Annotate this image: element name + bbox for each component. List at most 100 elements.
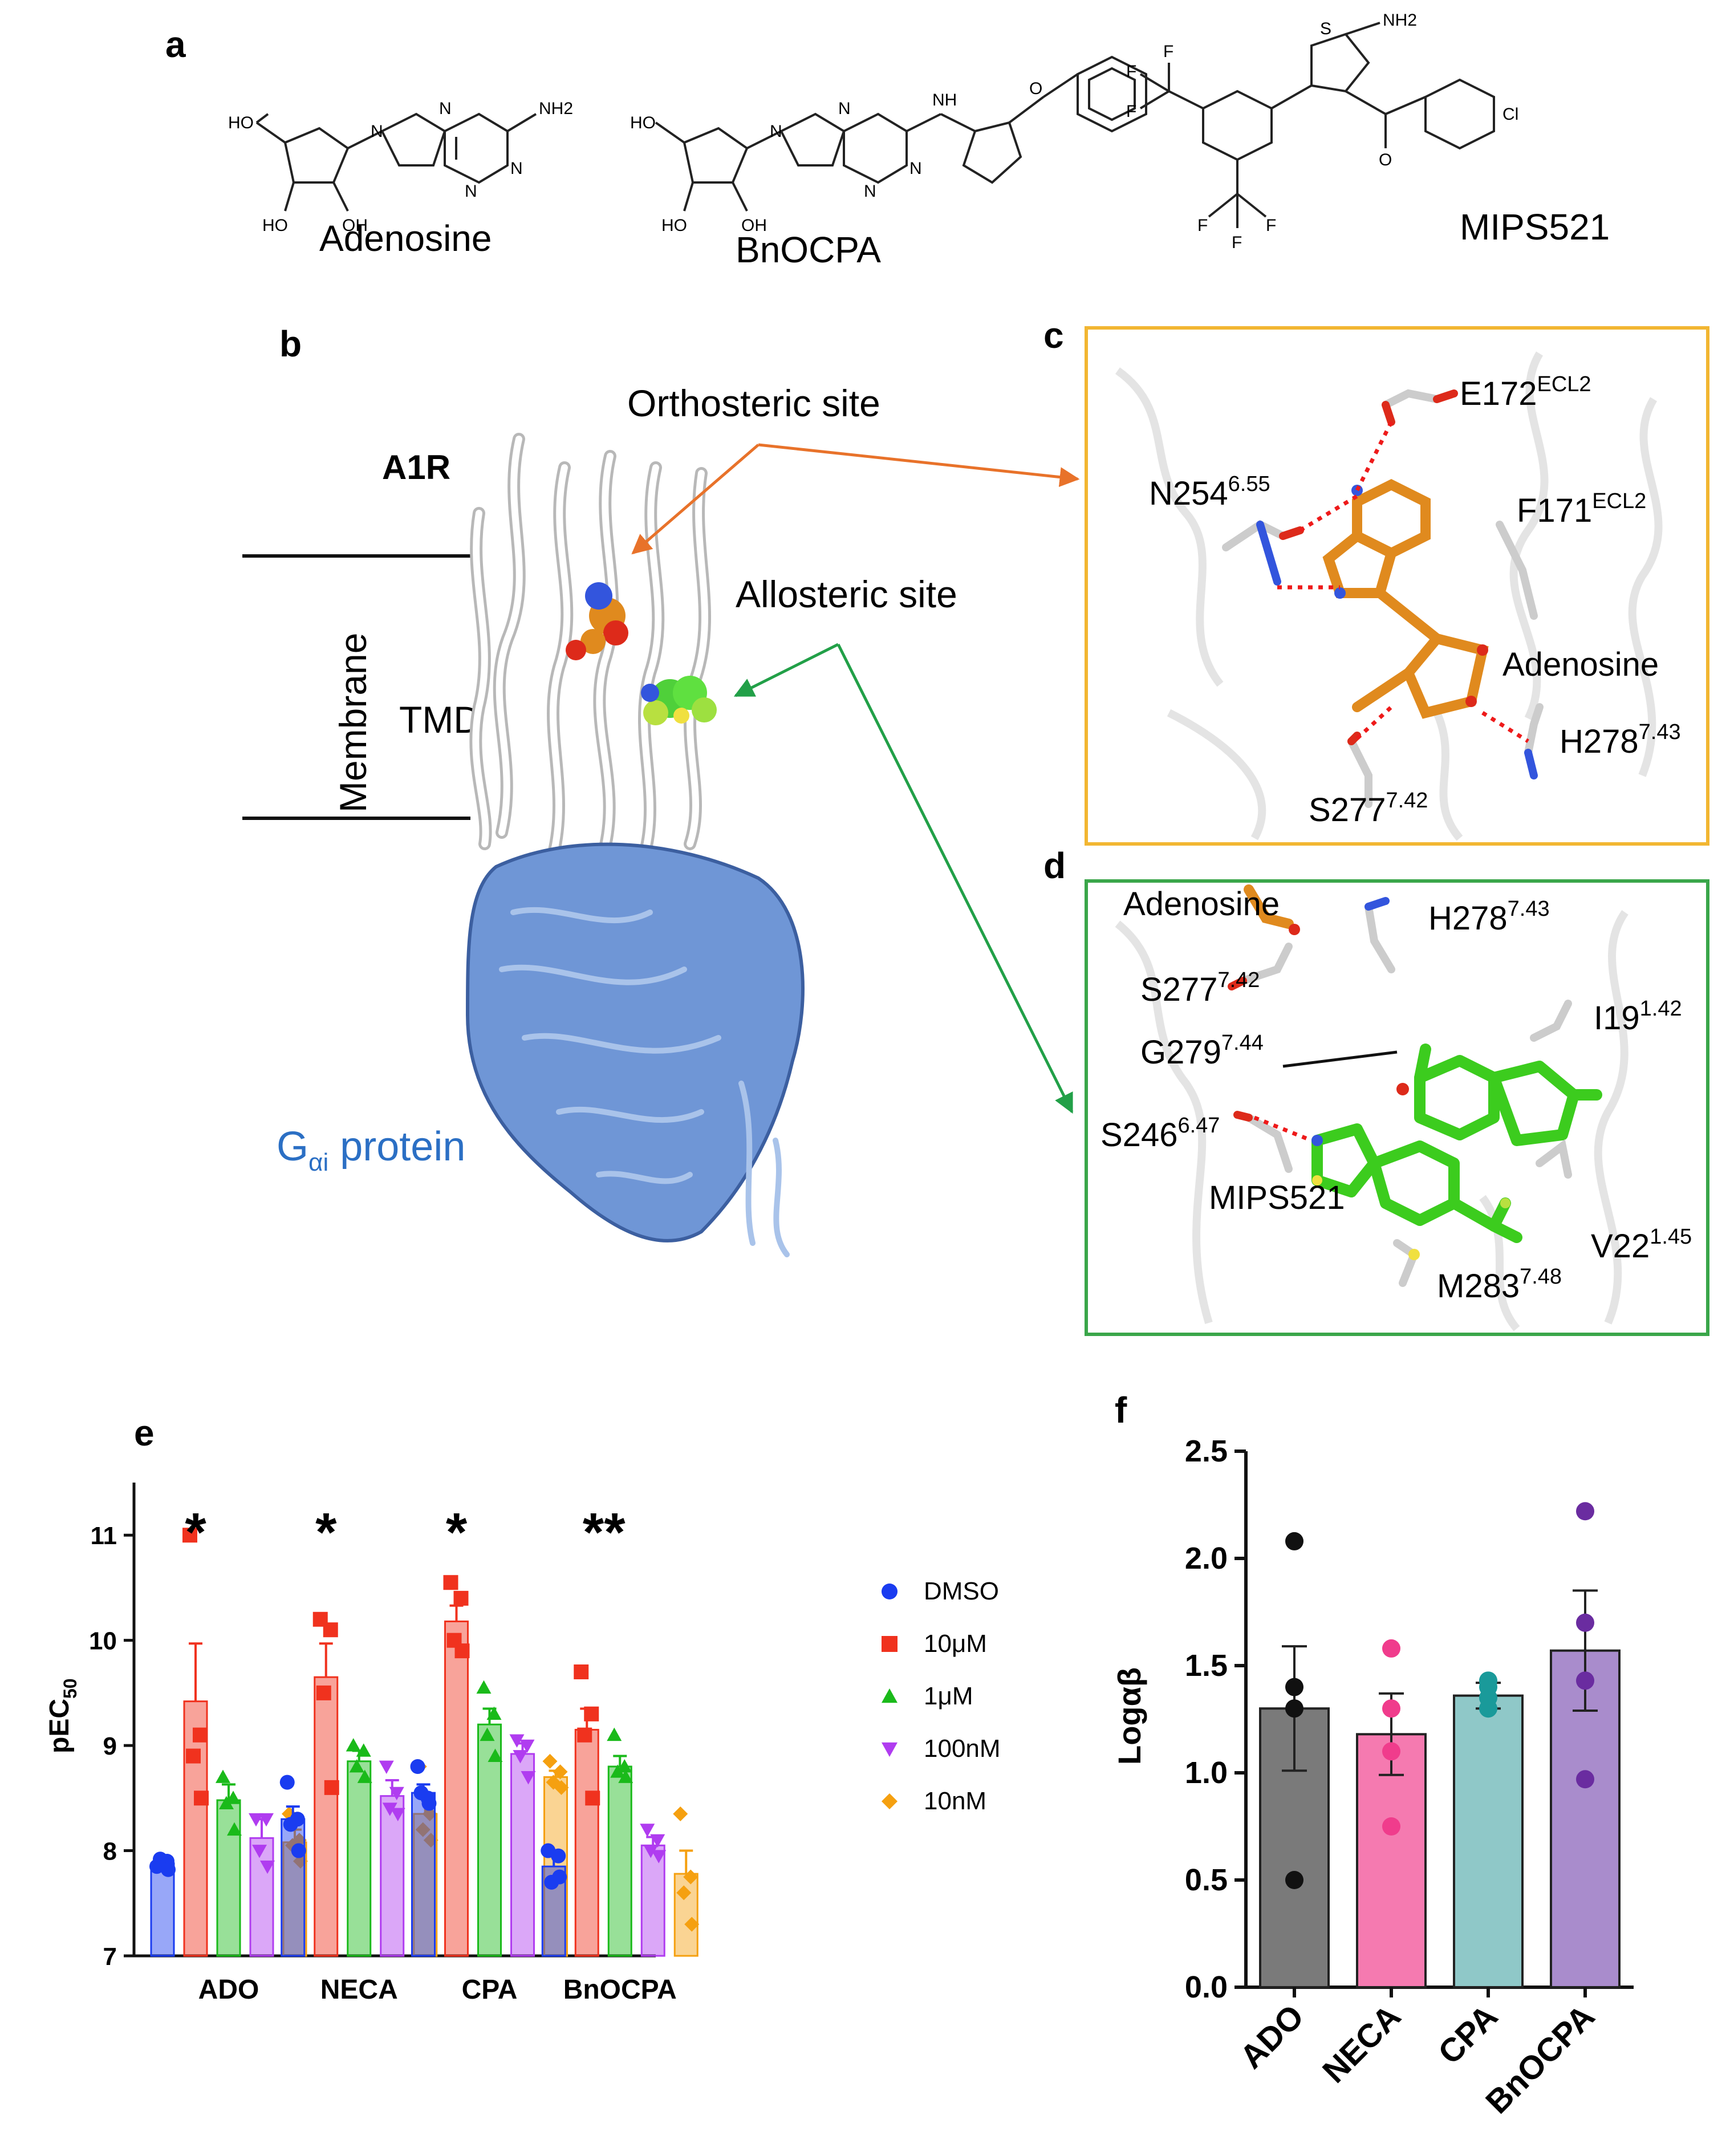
panel-d-mips521-atoms [1311,1083,1510,1208]
data-point [618,1769,633,1783]
data-point [480,1727,495,1741]
x-tick-label: ADO [198,1975,259,2005]
data-point [415,1822,431,1837]
data-point [182,1528,197,1543]
data-point [607,1727,622,1741]
data-point [324,1780,339,1795]
data-point [1576,1770,1594,1789]
data-point [1382,1699,1400,1718]
atom-label: HO [661,216,687,235]
allosteric-ligand [641,676,717,725]
atom-label: N [439,99,452,118]
y-tick-label: 10 [89,1627,117,1655]
data-point [291,1843,306,1858]
atom-label: OH [741,216,767,235]
data-point [617,1759,632,1773]
atom-label: N [465,182,477,201]
data-point [610,1764,626,1778]
panel-b-label: b [279,323,302,364]
y-tick-label: 8 [103,1838,117,1866]
atom-label: F [1197,216,1208,235]
panel-d-label: d [1043,845,1066,886]
data-point [486,1706,502,1720]
data-point [673,1806,688,1821]
orthosteric-site-label: Orthosteric site [627,382,880,424]
panel-c-label: c [1043,315,1064,356]
atom-label: NH [932,91,957,109]
data-point [283,1817,298,1832]
receptor-label: A1R [382,448,450,486]
atom-label: F [1126,102,1136,121]
y-axis-label-sub: 50 [60,1678,80,1699]
panel-c-helices [1115,351,1663,841]
data-point [443,1575,458,1590]
y-tick-label: 2.0 [1185,1541,1228,1576]
residue-h278: H2787.43 [1428,897,1550,937]
data-point [1285,1532,1303,1550]
data-point [410,1759,425,1774]
data-point [552,1869,567,1885]
data-point [1285,1699,1303,1718]
atom-label: S [1320,19,1331,38]
adenosine-atoms: HO HO OH NH2 N N N N [228,99,573,235]
data-point [683,1869,699,1885]
y-tick-label: 9 [103,1732,117,1760]
legend-marker [882,1793,898,1809]
data-point [186,1748,201,1764]
atom-label: HO [228,113,254,132]
g-protein-label: Gαi protein [277,1124,465,1176]
residue-mips521-label: MIPS521 [1209,1179,1345,1216]
y-tick-label: 1.5 [1185,1649,1228,1683]
data-point [279,1775,295,1790]
x-tick-label: CPA [462,1975,518,2005]
legend-label: 10nM [924,1787,986,1815]
data-point [1576,1502,1594,1521]
x-tick-label: BnOCPA [563,1975,677,2005]
data-point [421,1796,437,1811]
data-point [519,1739,535,1753]
allosteric-site-label: Allosteric site [736,573,957,615]
data-point [216,1769,230,1783]
data-point [1382,1639,1400,1658]
data-point [453,1590,469,1606]
panel-e-plot: 7891011pEC50ADO*NECA*CPA*BnOCPA**DMSO10μ… [44,1483,1001,2005]
data-point [585,1790,600,1806]
atom-label: N [770,122,782,141]
bar [444,1620,469,1957]
bar [574,1728,599,1957]
data-point [422,1806,437,1821]
panel-d: d [1043,845,1709,1336]
panel-c-frame [1085,326,1709,846]
residue-e172: E172ECL2 [1460,372,1591,412]
data-point [513,1750,528,1764]
data-point [554,1780,569,1795]
data-point [356,1743,371,1757]
orthosteric-arrow-right [758,443,1080,488]
data-point [260,1860,275,1874]
y-tick-label: 1.0 [1185,1756,1228,1790]
data-point [1382,1817,1400,1836]
y-tick-label: 2.5 [1185,1434,1228,1468]
legend-marker [882,1688,898,1703]
data-point [323,1622,338,1638]
residue-n254: N2546.55 [1149,472,1270,512]
atom-label: F [1126,62,1136,81]
data-point [357,1769,372,1783]
panel-e-label: e [134,1412,155,1453]
adenosine-structure [255,112,537,212]
bnocpa-atoms: HO HO OH NH O N N N N [630,79,1042,235]
atom-label: NH2 [539,99,573,118]
residue-g279: G2797.44 [1140,1031,1264,1071]
data-point [153,1852,168,1867]
bar [510,1753,535,1957]
atom-label: N [371,122,383,141]
data-point [413,1785,429,1801]
y-axis-label: pEC50 [44,1678,80,1753]
data-point [161,1862,176,1877]
bar [640,1844,665,1957]
data-point [194,1790,209,1806]
panel-a-label: a [165,24,186,65]
allosteric-arrow-right [836,643,1074,1114]
